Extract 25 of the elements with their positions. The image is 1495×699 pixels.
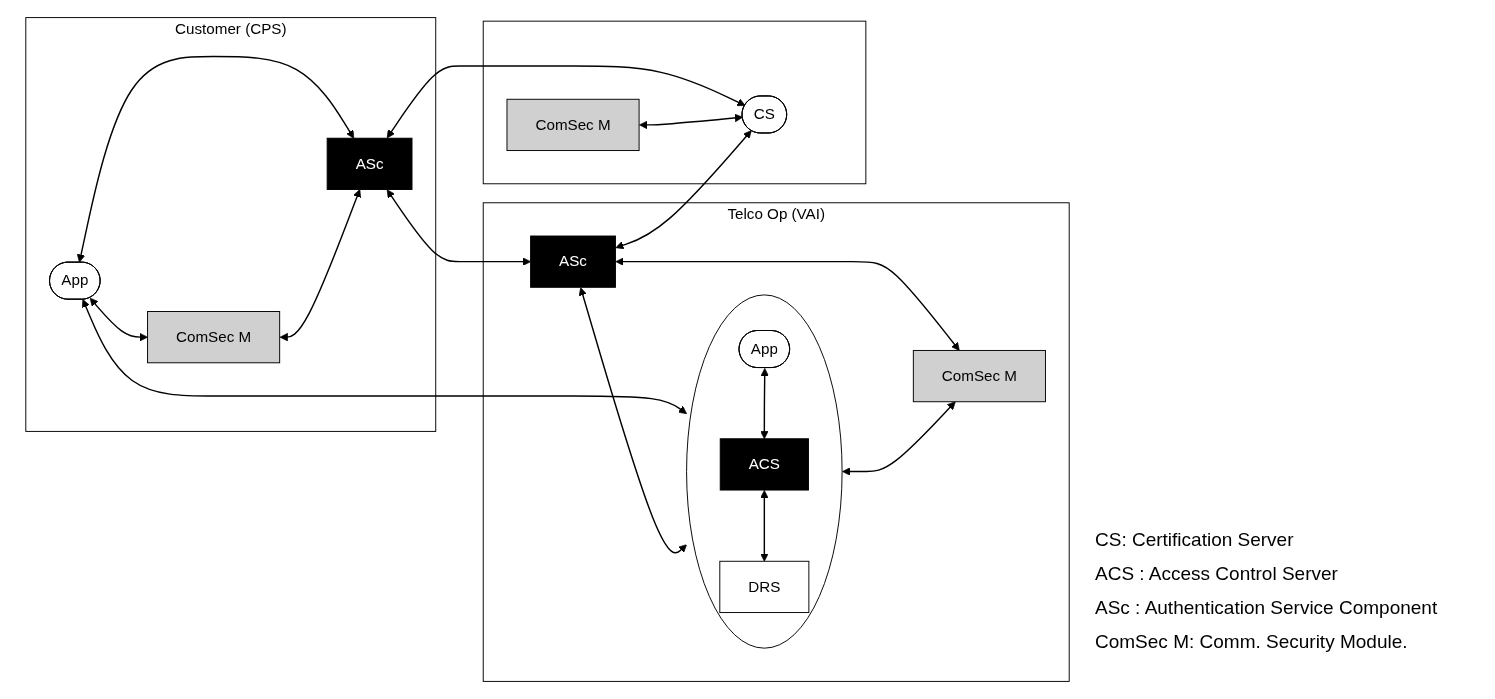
node-box: ACS xyxy=(719,438,809,491)
abbreviation-note: CS: Certification Server xyxy=(1095,529,1295,551)
arrow xyxy=(760,490,769,562)
node-box: ASc xyxy=(530,235,616,288)
node-box: DRS xyxy=(719,560,810,614)
arrow xyxy=(842,401,956,476)
arrow xyxy=(89,297,148,342)
arrow xyxy=(279,189,361,342)
cluster xyxy=(482,20,867,185)
arrow xyxy=(615,257,960,351)
arrow xyxy=(639,113,744,130)
node-box: ComSec M xyxy=(506,98,640,152)
abbreviation-note: ACS : Access Control Server xyxy=(1095,563,1339,585)
arrow xyxy=(615,130,752,250)
arrow xyxy=(386,189,531,266)
arrow xyxy=(760,368,769,440)
arrow xyxy=(578,287,687,554)
node-box: ASc xyxy=(326,137,413,190)
abbreviation-note: ASc : Authentication Service Component xyxy=(1095,597,1439,619)
arrow xyxy=(81,299,687,415)
node-box: ComSec M xyxy=(912,349,1046,403)
arrow xyxy=(386,65,746,139)
abbreviation-note: ComSec M: Comm. Security Module. xyxy=(1095,631,1409,653)
node-box: ComSec M xyxy=(147,311,281,364)
arrow xyxy=(76,55,355,263)
